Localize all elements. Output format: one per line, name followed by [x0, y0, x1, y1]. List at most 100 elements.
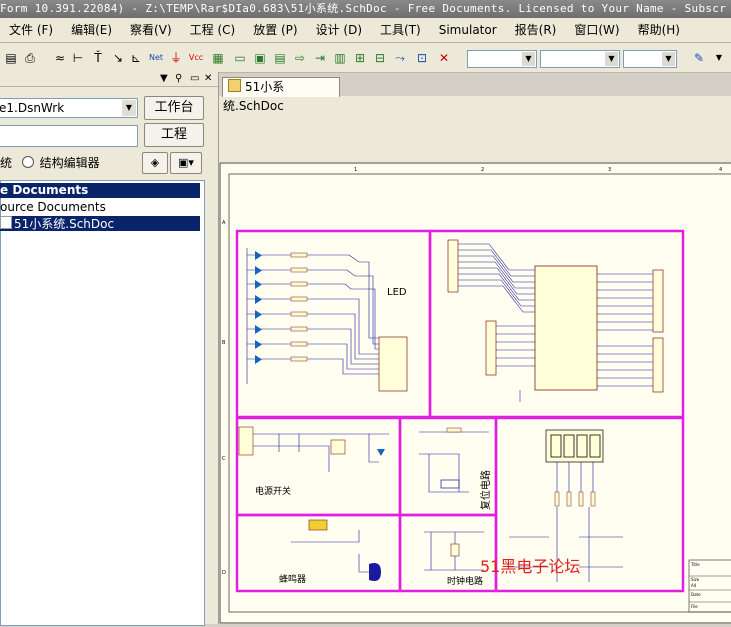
document-tab-label: 51小系统.SchDoc — [223, 80, 285, 113]
chevron-down-icon: ▼ — [662, 52, 675, 66]
menu-bar: 文件 (F) 编辑(E) 察看(V) 工程 (C) 放置 (P) 设计 (D) … — [0, 18, 731, 43]
display-digits — [550, 434, 601, 458]
workspace-value: e1.DsnWrk — [0, 101, 65, 115]
port-header-right-top — [652, 269, 664, 333]
clock-section-label: 时钟电路 — [447, 575, 483, 587]
gnd-port-icon[interactable]: ⏚ — [169, 51, 182, 65]
port-header-left — [447, 239, 459, 293]
menu-view[interactable]: 察看(V) — [130, 23, 172, 37]
save-icon[interactable]: ▤ — [5, 51, 17, 65]
sheet-outer-border — [219, 162, 731, 624]
display-section — [509, 429, 623, 582]
zone-row-b: B — [222, 340, 226, 346]
float-icon[interactable]: ▭ — [190, 73, 200, 84]
zone-row-d: D — [222, 570, 226, 576]
titleblock-size: Size — [691, 577, 700, 582]
pin-icon[interactable]: ⚲ — [175, 73, 183, 84]
print-icon[interactable]: ⎙ — [25, 51, 35, 65]
mask-combo[interactable]: ▼ — [540, 50, 620, 68]
main-toolbar: ▤ ⎙ ≈ ⊢ Ť ↘ ⊾ Net ⏚ Vcc ▦ ▭ ▣ ▤ ⇨ ⇥ ▥ ⊞ … — [0, 43, 731, 73]
directive-icon[interactable]: ▥ — [334, 51, 346, 65]
folder-dropdown-icon: ▣▾ — [178, 156, 194, 169]
menu-reports[interactable]: 报告(R) — [514, 23, 557, 37]
schematic-sheet[interactable]: 1 2 3 4 A B C D — [219, 162, 731, 624]
harness-entry-icon[interactable]: ⊟ — [374, 51, 386, 65]
menu-file[interactable]: 文件 (F) — [9, 23, 54, 37]
project-options-button[interactable]: ◈ — [142, 152, 168, 174]
device-sheet-icon[interactable]: ▤ — [274, 51, 286, 65]
harness-connector-icon[interactable]: ⤳ — [395, 51, 405, 65]
port-header-right-bottom — [652, 337, 664, 393]
mcu-wires — [458, 243, 653, 402]
power-led — [377, 449, 385, 456]
schematic-canvas[interactable]: 1 2 3 4 A B C D — [219, 162, 731, 624]
panel-header: ▼ ⚲ ▭ ✕ — [0, 72, 218, 87]
sheet-symbol-icon[interactable]: ▭ — [234, 51, 246, 65]
tree-header[interactable]: e Documents — [0, 183, 200, 198]
sheet-entry-icon[interactable]: ▣ — [254, 51, 266, 65]
buzzer-connector — [308, 519, 328, 531]
buzzer-section: 蜂鸣器 — [279, 519, 381, 585]
chevron-down-icon: ▼ — [122, 100, 136, 116]
port-icon[interactable]: ⇨ — [294, 51, 306, 65]
workspace-button[interactable]: 工作台 — [144, 96, 204, 120]
toolbar-chevron-icon[interactable]: ▼ — [715, 53, 723, 62]
mcu-section — [447, 239, 664, 402]
workspace-select[interactable]: e1.DsnWrk ▼ — [0, 98, 138, 118]
harness-icon[interactable]: ⊞ — [354, 51, 366, 65]
menu-window[interactable]: 窗口(W) — [574, 23, 620, 37]
power-switch — [330, 439, 346, 455]
tree-item-schdoc[interactable]: 51小系统.SchDoc — [0, 216, 200, 231]
display-wires — [509, 462, 623, 582]
radio-left-label[interactable]: 统 — [0, 156, 13, 170]
pin-dropdown-icon[interactable]: ▼ — [160, 73, 168, 84]
net-label-icon[interactable]: Net — [148, 53, 164, 62]
menu-place[interactable]: 放置 (P) — [253, 23, 298, 37]
titleblock-date: Date — [691, 592, 701, 597]
edit-toolbar-icon[interactable]: ✎ — [693, 51, 705, 65]
menu-edit[interactable]: 编辑(E) — [71, 23, 113, 37]
frame-clock — [398, 513, 498, 593]
structure-editor-radio[interactable] — [21, 156, 34, 168]
vcc-port-icon[interactable]: Vcc — [188, 53, 204, 62]
place-part-icon[interactable]: ▦ — [212, 51, 224, 65]
window-title: Form 10.391.22084) - Z:\TEMP\Rar$DIa0.68… — [0, 2, 727, 15]
zone-col-4: 4 — [719, 167, 722, 173]
port-entry-icon[interactable]: ⊾ — [130, 51, 142, 65]
bus-entry-icon[interactable]: ↘ — [112, 51, 124, 65]
zone-row-c: C — [222, 456, 226, 462]
bus-tool-icon[interactable]: ⊢ — [72, 51, 84, 65]
menu-simulator[interactable]: Simulator — [438, 23, 497, 37]
projects-panel: ▼ ⚲ ▭ ✕ e1.DsnWrk ▼ 工作台 工程 统 结构编辑器 ◈ ▣▾ … — [0, 72, 219, 626]
project-tree — [0, 180, 205, 626]
menu-help[interactable]: 帮助(H) — [637, 23, 680, 37]
compile-mask-icon[interactable]: ⊡ — [416, 51, 428, 65]
power-section: 电源开关 — [238, 426, 389, 497]
sheet-inner-border — [228, 173, 731, 613]
signal-harness-icon[interactable]: Ť — [94, 51, 102, 65]
menu-project[interactable]: 工程 (C) — [189, 23, 236, 37]
project-menu-button[interactable]: ▣▾ — [170, 152, 202, 174]
power-section-label: 电源开关 — [255, 485, 291, 497]
off-sheet-icon[interactable]: ⇥ — [314, 51, 326, 65]
menu-tools[interactable]: 工具(T) — [380, 23, 421, 37]
zoom-combo[interactable]: ▼ — [623, 50, 677, 68]
radio-right-label[interactable]: 结构编辑器 — [39, 156, 100, 170]
frame-display — [494, 416, 685, 593]
chevron-down-icon: ▼ — [605, 52, 618, 66]
tree-source-documents[interactable]: ource Documents — [0, 200, 106, 214]
project-field[interactable] — [0, 125, 138, 147]
wire-tool-icon[interactable]: ≈ — [54, 51, 66, 65]
close-icon[interactable]: ✕ — [204, 73, 213, 84]
document-tab[interactable]: 51小系统.SchDoc — [222, 77, 340, 113]
project-button[interactable]: 工程 — [144, 123, 204, 147]
menu-design[interactable]: 设计 (D) — [315, 23, 363, 37]
zone-col-2: 2 — [481, 167, 484, 173]
power-jack — [238, 426, 254, 456]
zone-col-3: 3 — [608, 167, 611, 173]
reset-resistor — [446, 427, 462, 433]
no-erc-icon[interactable]: ✕ — [438, 51, 450, 65]
buzzer-symbol — [369, 563, 381, 581]
zone-row-a: A — [222, 220, 226, 226]
filter-combo[interactable]: ▼ — [467, 50, 537, 68]
